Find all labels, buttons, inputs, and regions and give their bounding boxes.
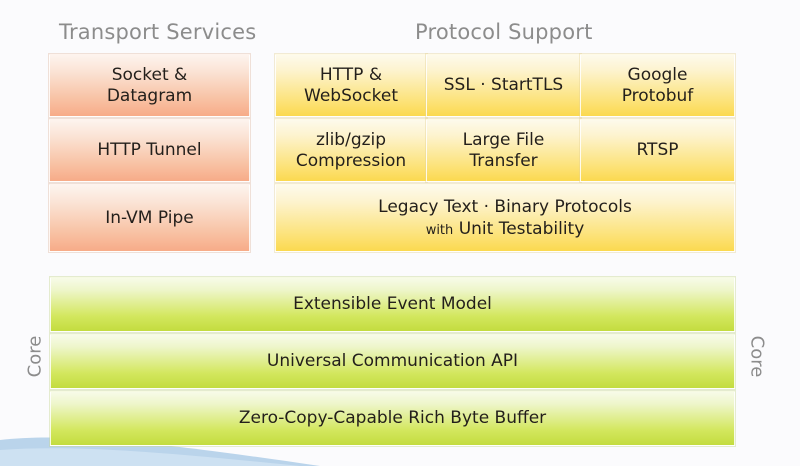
protocol-cell-legacy-emphasis: Unit Testability bbox=[458, 219, 585, 239]
transport-cell-socket-datagram-line2: Datagram bbox=[106, 85, 193, 106]
protocol-cell-ssl-starttls-line1: SSL · StartTLS bbox=[443, 75, 564, 96]
protocol-cell-rtsp-line1: RTSP bbox=[636, 140, 679, 161]
transport-cell-socket-datagram[interactable]: Socket & Datagram bbox=[49, 54, 250, 117]
core-label-left: Core bbox=[24, 335, 46, 378]
core-layer-extensible-event-model-label: Extensible Event Model bbox=[293, 294, 492, 315]
protocol-cell-google-protobuf-line1: Google bbox=[627, 65, 688, 86]
protocol-cell-zlib-gzip-compression-line1: zlib/gzip bbox=[315, 130, 387, 151]
protocol-cell-http-websocket-line1: HTTP & bbox=[319, 65, 383, 86]
section-title-protocol-support: Protocol Support bbox=[415, 20, 593, 44]
protocol-cell-rtsp[interactable]: RTSP bbox=[580, 119, 735, 182]
transport-cell-in-vm-pipe[interactable]: In-VM Pipe bbox=[49, 184, 250, 252]
protocol-cell-large-file-transfer[interactable]: Large File Transfer bbox=[426, 119, 581, 182]
protocol-cell-legacy-text-binary-protocols[interactable]: Legacy Text · Binary Protocols with Unit… bbox=[275, 184, 735, 252]
protocol-cell-http-websocket[interactable]: HTTP & WebSocket bbox=[275, 54, 427, 117]
transport-cell-http-tunnel[interactable]: HTTP Tunnel bbox=[49, 119, 250, 182]
protocol-cell-google-protobuf[interactable]: Google Protobuf bbox=[580, 54, 735, 117]
core-layer-universal-communication-api[interactable]: Universal Communication API bbox=[50, 334, 735, 389]
protocol-cell-legacy-line1: Legacy Text · Binary Protocols bbox=[378, 196, 632, 217]
core-label-right: Core bbox=[746, 335, 768, 378]
protocol-cell-http-websocket-line2: WebSocket bbox=[304, 85, 398, 106]
protocol-cell-zlib-gzip-compression-line2: Compression bbox=[295, 150, 407, 171]
core-layer-zero-copy-rich-byte-buffer-label: Zero-Copy-Capable Rich Byte Buffer bbox=[238, 408, 547, 429]
protocol-cell-large-file-transfer-line2: Transfer bbox=[469, 150, 538, 171]
core-layer-extensible-event-model[interactable]: Extensible Event Model bbox=[50, 277, 735, 332]
protocol-cell-large-file-transfer-line1: Large File bbox=[462, 130, 545, 151]
core-layer-zero-copy-rich-byte-buffer[interactable]: Zero-Copy-Capable Rich Byte Buffer bbox=[50, 391, 735, 446]
transport-cell-in-vm-pipe-line1: In-VM Pipe bbox=[105, 207, 194, 228]
transport-cell-http-tunnel-line1: HTTP Tunnel bbox=[97, 140, 202, 161]
transport-cell-socket-datagram-line1: Socket & bbox=[111, 65, 188, 86]
section-title-transport-services: Transport Services bbox=[59, 20, 257, 44]
core-layer-universal-communication-api-label: Universal Communication API bbox=[266, 351, 519, 372]
protocol-cell-zlib-gzip-compression[interactable]: zlib/gzip Compression bbox=[275, 119, 427, 182]
protocol-cell-ssl-starttls[interactable]: SSL · StartTLS bbox=[426, 54, 581, 117]
protocol-cell-google-protobuf-line2: Protobuf bbox=[621, 85, 694, 106]
protocol-cell-legacy-with: with bbox=[425, 223, 454, 238]
